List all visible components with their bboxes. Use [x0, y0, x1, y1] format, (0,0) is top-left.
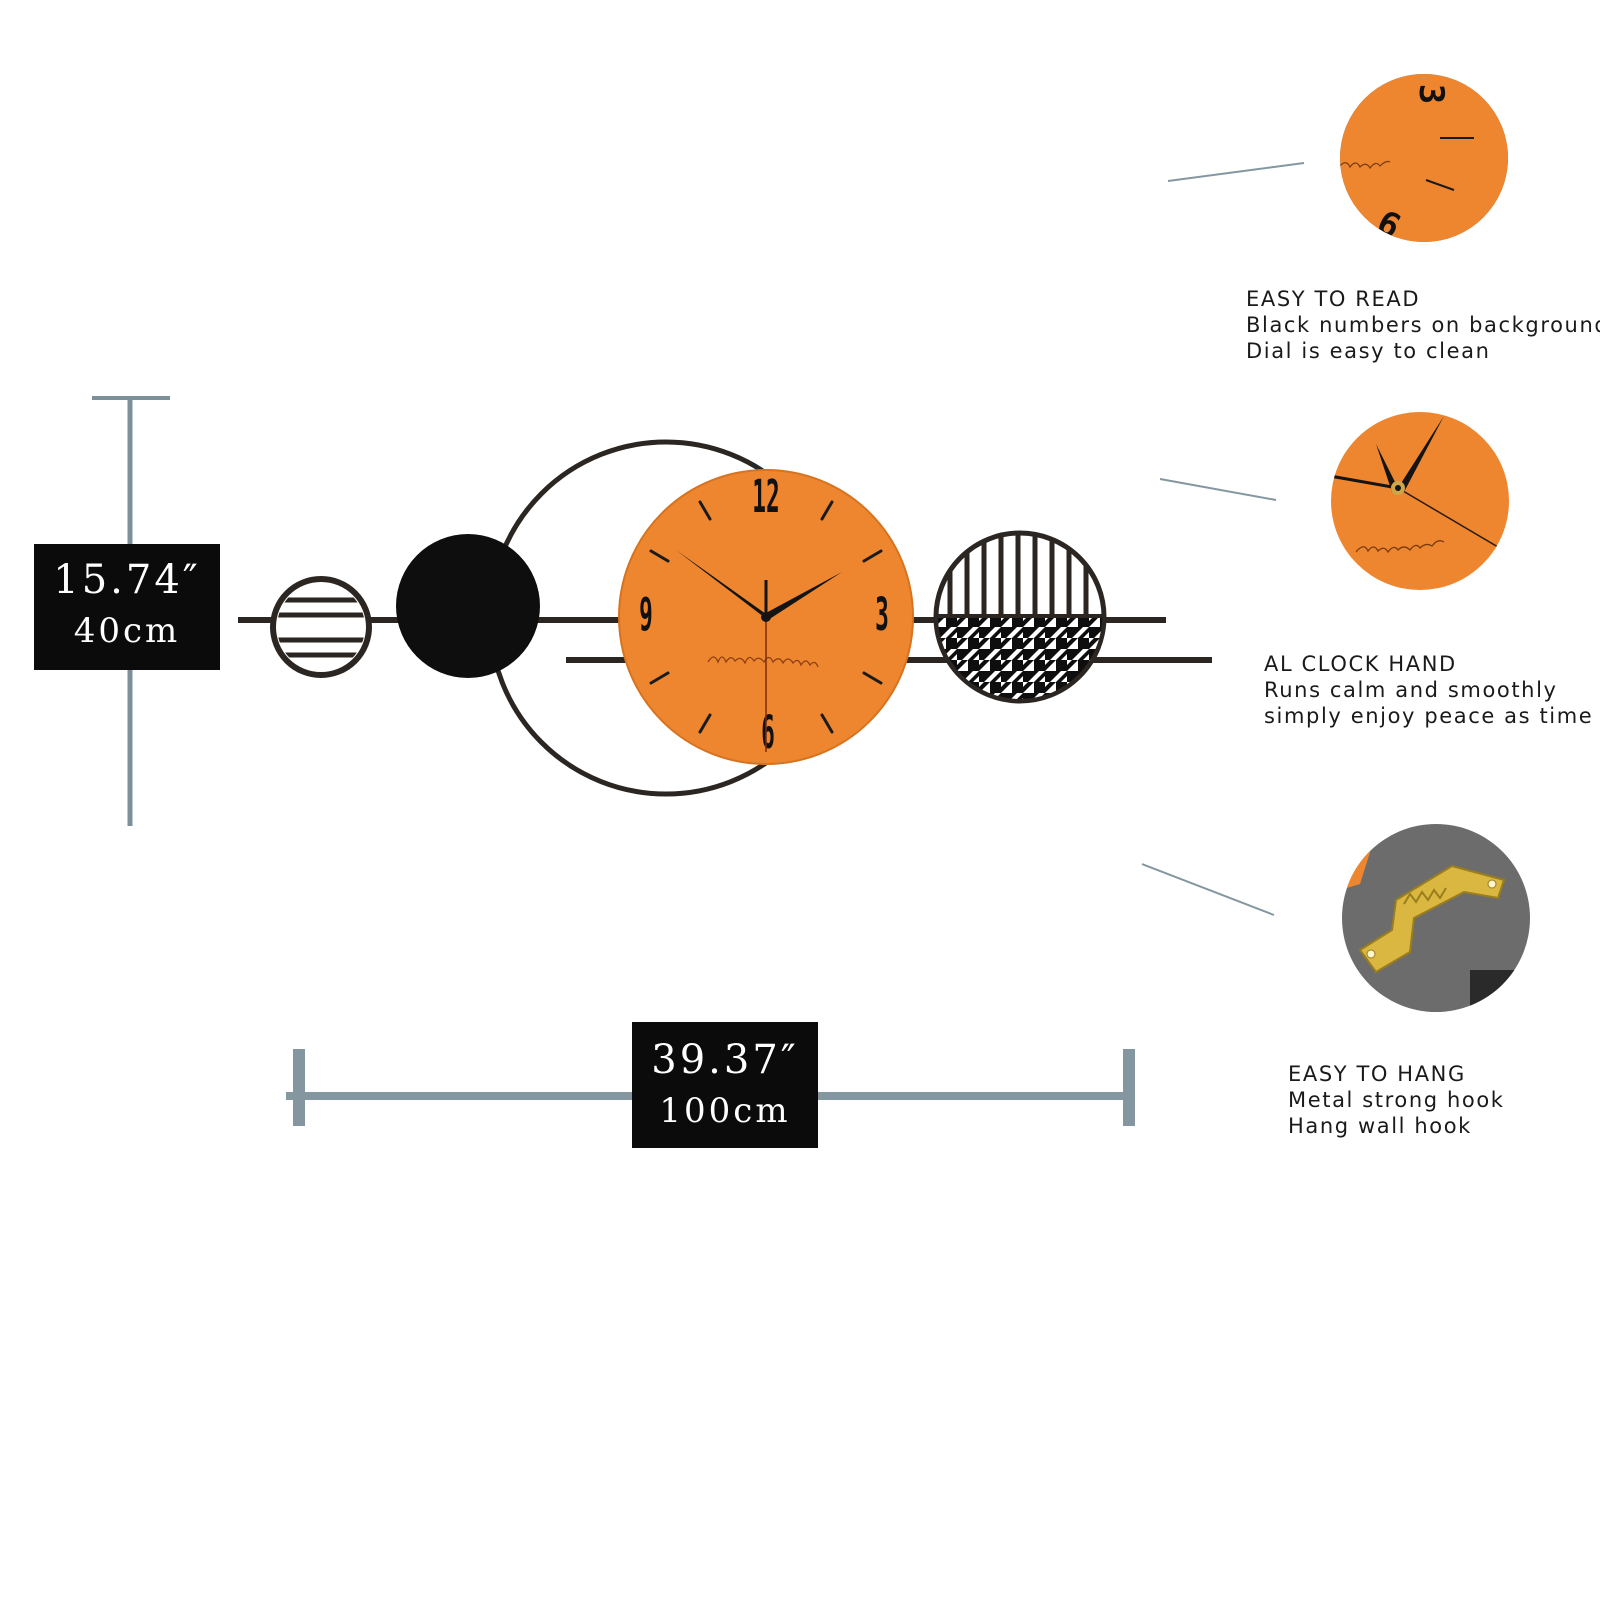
width-cm: 100cm	[659, 1091, 791, 1131]
zoom-hands-detail	[1331, 412, 1509, 590]
numeral-6: 6	[761, 708, 775, 760]
numeral-12: 12	[752, 472, 779, 524]
hour-ticks	[649, 500, 883, 734]
numeral-3: 3	[875, 590, 889, 642]
feature-line: Black numbers on background	[1246, 313, 1600, 337]
brand-signature-icon	[707, 656, 819, 668]
height-label: 15.74″ 40cm	[34, 544, 220, 670]
feature-line: Runs calm and smoothly	[1264, 678, 1558, 702]
feature-line: Hang wall hook	[1288, 1114, 1472, 1138]
feature-line: Metal strong hook	[1288, 1088, 1505, 1112]
numeral-9: 9	[639, 590, 653, 642]
feature-clock-hand: AL CLOCK HAND Runs calm and smoothly sim…	[1264, 651, 1600, 729]
zoom-numbers-detail: 3 6	[1340, 74, 1508, 242]
feature-line: simply enjoy peace as time g	[1264, 704, 1600, 728]
feature-easy-to-hang: EASY TO HANG Metal strong hook Hang wall…	[1288, 1061, 1505, 1139]
height-cm: 40cm	[73, 611, 181, 651]
width-inches: 39.37″	[651, 1037, 799, 1083]
hanging-hook-icon	[1358, 864, 1506, 974]
feature-title: EASY TO READ	[1246, 287, 1421, 311]
width-label: 39.37″ 100cm	[632, 1022, 818, 1148]
height-inches: 15.74″	[53, 557, 201, 603]
feature-title: AL CLOCK HAND	[1264, 652, 1457, 676]
leader-lines	[1141, 162, 1305, 916]
zoom-hook-detail	[1342, 824, 1530, 1012]
black-disc	[396, 534, 540, 678]
clock-dial: 12 3 6 9	[618, 469, 914, 765]
feature-line: Dial is easy to clean	[1246, 339, 1491, 363]
small-striped-ring	[270, 576, 372, 678]
feature-title: EASY TO HANG	[1288, 1062, 1466, 1086]
feature-easy-to-read: EASY TO READ Black numbers on background…	[1246, 286, 1600, 364]
zoom-numeral-3: 3	[1411, 84, 1451, 104]
clock-hands	[676, 550, 842, 752]
houndstooth-circle	[933, 530, 1107, 704]
